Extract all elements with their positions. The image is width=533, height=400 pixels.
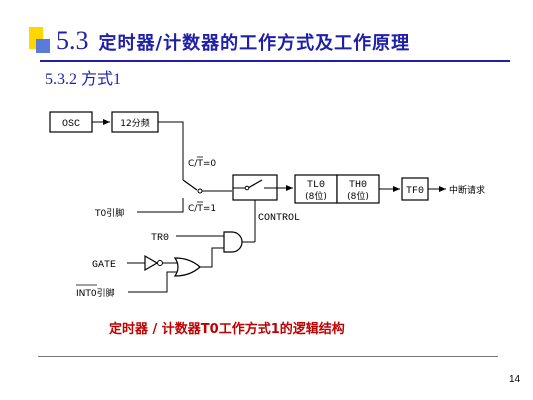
section-number: 5.3 — [56, 26, 89, 55]
figure-caption: 定时器 / 计数器T0工作方式1的逻辑结构 — [109, 322, 345, 337]
title-underline — [40, 60, 510, 62]
and-gate — [223, 231, 243, 253]
page-number: 14 — [509, 374, 521, 385]
inverter-bubble — [157, 260, 163, 266]
gate-label: GATE — [92, 260, 116, 271]
prescaler-label: 12分频 — [120, 117, 149, 129]
tl0-bits: (8位) — [305, 190, 327, 202]
interrupt-label: 中断请求 — [449, 184, 485, 196]
slide-header: 5.3 定时器/计数器的工作方式及工作原理 5.3.2 方式1 — [0, 0, 533, 90]
control-switch-blade — [247, 179, 263, 189]
tl0-label: TL0 — [307, 180, 325, 191]
ct0-label: C/T=0 — [188, 159, 216, 169]
th0-box — [336, 174, 380, 204]
decorative-square-blue — [36, 39, 50, 53]
ct-switch-blade — [182, 179, 198, 191]
osc-label: OSC — [62, 119, 80, 130]
wire-or-to-and — [200, 247, 224, 268]
footer-rule — [38, 356, 498, 357]
t0-pin-label: T0引脚 — [94, 208, 124, 219]
title-text: 定时器/计数器的工作方式及工作原理 — [98, 33, 411, 54]
ct1-label: C/T=1 — [188, 204, 216, 214]
or-gate — [173, 257, 201, 277]
wire-int0-to-or — [128, 271, 177, 293]
ct-switch-pivot — [197, 188, 203, 194]
tl0-box — [294, 174, 338, 204]
slide-title: 5.3 定时器/计数器的工作方式及工作原理 — [56, 26, 410, 58]
tr0-label: TR0 — [151, 233, 169, 244]
inverter — [144, 254, 159, 272]
th0-label: TH0 — [349, 180, 367, 191]
wire-t0-to-switch — [137, 198, 184, 213]
tf0-label: TF0 — [406, 186, 424, 197]
control-label: CONTROL — [258, 213, 300, 224]
th0-bits: (8位) — [347, 190, 369, 202]
control-switch-pivot — [244, 185, 250, 191]
wire-prescaler-to-switch — [158, 121, 184, 180]
int0-pin-label: INT0引脚 — [76, 288, 115, 299]
slide-subtitle: 5.3.2 方式1 — [45, 71, 122, 88]
